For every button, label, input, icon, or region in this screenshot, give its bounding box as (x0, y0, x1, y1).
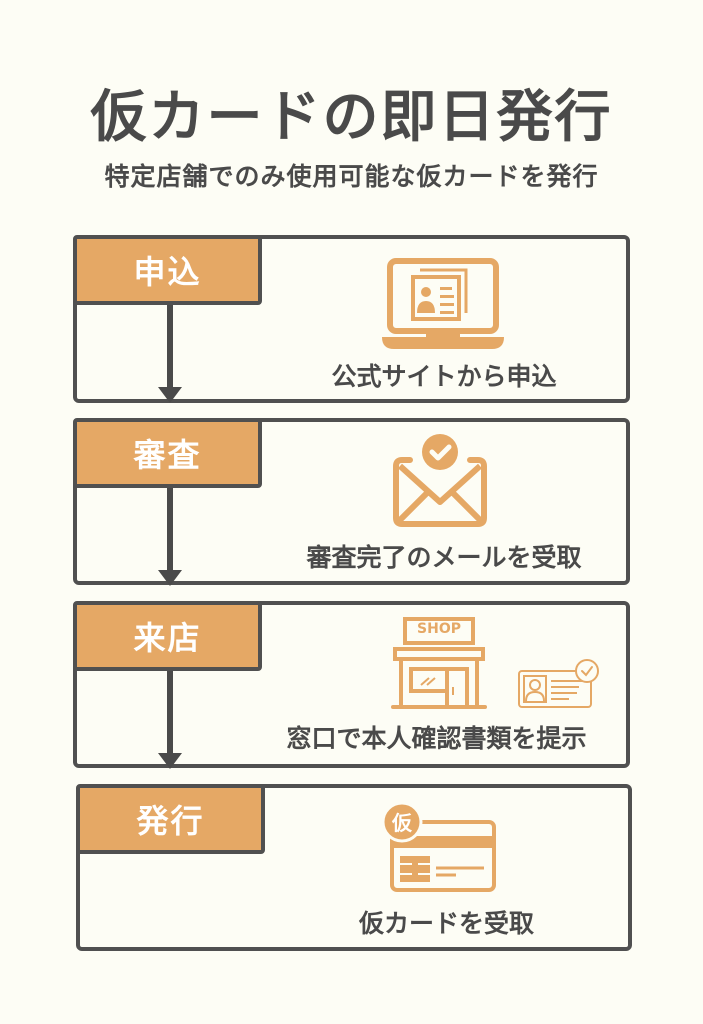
card-badge-text: 仮 (392, 811, 412, 835)
flow-arrowhead (158, 387, 182, 403)
step-issue: 発行 仮カードを受取 仮 (76, 784, 632, 951)
step-description: 公式サイトから申込 (331, 362, 557, 391)
step-review: 審査 審査完了のメールを受取 (73, 418, 630, 586)
step-label: 申込 (73, 235, 262, 305)
step-description: 窓口で本人確認書類を提示 (286, 724, 587, 753)
step-description: 仮カードを受取 (358, 909, 534, 938)
step-apply: 申込 公式サイトから申込 (73, 235, 630, 403)
step-label: 審査 (73, 418, 262, 488)
flow-arrow (167, 305, 173, 393)
shop-sign-text: SHOP (417, 621, 461, 637)
page-subtitle: 特定店舗でのみ使用可能な仮カードを発行 (104, 162, 599, 191)
laptop-application-icon (382, 258, 504, 349)
flow-arrowhead (158, 753, 182, 769)
flow-arrow (167, 671, 173, 759)
id-card-check-icon (518, 659, 599, 708)
step-label: 来店 (73, 601, 262, 671)
mail-check-icon (393, 434, 487, 527)
step-label: 発行 (76, 784, 265, 854)
temporary-card-icon (382, 802, 496, 892)
flow-arrowhead (158, 570, 182, 586)
step-description: 審査完了のメールを受取 (306, 543, 582, 572)
page-title: 仮カードの即日発行 (90, 85, 613, 150)
flow-arrow (167, 488, 173, 576)
step-visit-store: 来店 窓口で本人確認書類を提示 SHOP (73, 601, 630, 769)
shop-icon (391, 617, 487, 709)
